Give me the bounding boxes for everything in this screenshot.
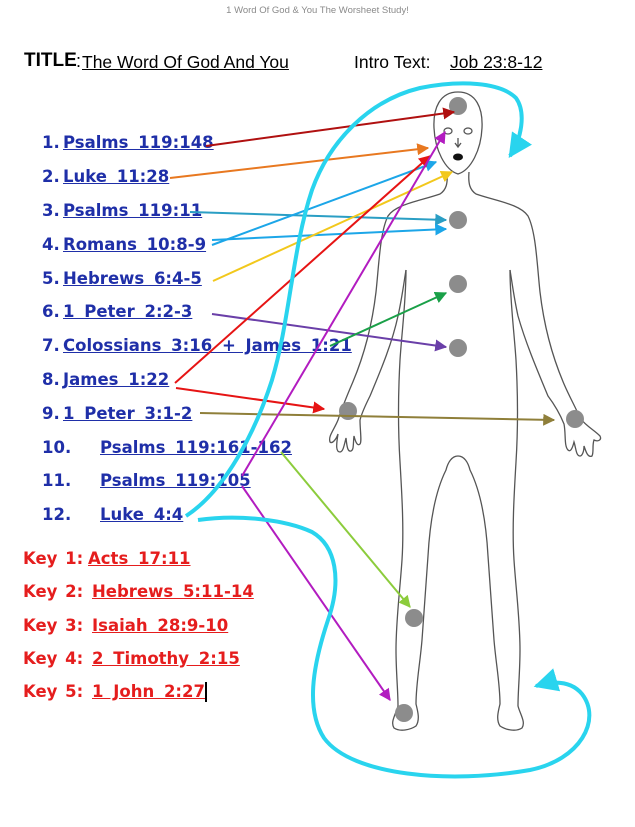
marker-chest — [449, 211, 467, 229]
verse-reference[interactable]: 1 Peter 2:2-3 — [63, 302, 193, 321]
key-reference[interactable]: 1 John 2:27 — [92, 682, 205, 701]
arrow-11 — [241, 130, 446, 477]
verse-number: 2. — [42, 167, 60, 186]
intro-text-label: Intro Text: — [354, 52, 431, 72]
verse-reference[interactable]: Psalms 119:148 — [63, 133, 214, 152]
verse-number: 5. — [42, 269, 60, 288]
key-label: Key 5: — [23, 682, 84, 701]
verse-reference[interactable]: Psalms 119:11 — [63, 201, 203, 220]
verse-number: 9. — [42, 404, 60, 423]
verse-reference[interactable]: Psalms 119:105 — [100, 471, 251, 490]
arrow-4a — [211, 223, 448, 241]
marker-right-hand — [566, 410, 584, 428]
verse-number: 7. — [42, 336, 60, 355]
arrow-3 — [189, 211, 448, 226]
arrow-10 — [280, 451, 411, 608]
marker-leg — [405, 609, 423, 627]
key-reference[interactable]: Isaiah 28:9-10 — [92, 616, 229, 635]
key-reference[interactable]: Hebrews 5:11-14 — [92, 582, 254, 601]
arrow-1 — [205, 107, 456, 147]
marker-abdomen — [449, 339, 467, 357]
human-body-outline-icon — [328, 91, 602, 731]
verse-reference[interactable]: Romans 10:8-9 — [63, 235, 207, 254]
marker-left-hand — [339, 402, 357, 420]
key-label: Key 1: — [23, 549, 84, 568]
verse-number: 11. — [42, 471, 72, 490]
intro-text-reference[interactable]: Job 23:8-12 — [450, 52, 543, 72]
marker-stomach — [449, 275, 467, 293]
arrow-5 — [212, 171, 454, 282]
verse-number: 12. — [42, 505, 72, 524]
header-note: 1 Word Of God & You The Worsheet Study! — [226, 5, 409, 16]
marker-foot — [395, 704, 413, 722]
arrow-4b — [211, 160, 438, 246]
key-label: Key 2: — [23, 582, 84, 601]
verse-number: 10. — [42, 438, 72, 457]
title-label: TITLE — [24, 50, 77, 71]
verse-reference[interactable]: Luke 4:4 — [100, 505, 184, 524]
arrow-8a — [174, 155, 431, 384]
grey-dot-icon — [339, 97, 584, 722]
verse-number: 8. — [42, 370, 60, 389]
swirl-upper — [184, 81, 532, 518]
key-reference[interactable]: Acts 17:11 — [88, 549, 191, 568]
verse-number: 3. — [42, 201, 60, 220]
title-value: The Word Of God And You — [82, 52, 289, 72]
arrow-8b — [175, 387, 326, 414]
verse-reference[interactable]: Luke 11:28 — [63, 167, 170, 186]
verse-reference[interactable]: James 1:22 — [63, 370, 170, 389]
verse-number: 1. — [42, 133, 60, 152]
verse-reference[interactable]: Hebrews 6:4-5 — [63, 269, 202, 288]
key-reference[interactable]: 2 Timothy 2:15 — [92, 649, 240, 668]
key-label: Key 3: — [23, 616, 84, 635]
key-label: Key 4: — [23, 649, 84, 668]
verse-reference[interactable]: 1 Peter 3:1-2 — [63, 404, 193, 423]
arrow-2 — [169, 143, 430, 179]
swirl-lower — [197, 515, 592, 779]
arrow-7 — [329, 292, 448, 347]
title-row: TITLE : The Word Of God And You Intro Te… — [24, 50, 624, 78]
text-cursor — [205, 682, 207, 702]
verse-number: 6. — [42, 302, 60, 321]
arrow-9 — [199, 412, 556, 426]
verse-number: 4. — [42, 235, 60, 254]
title-colon: : — [76, 51, 82, 71]
mouth-icon — [453, 153, 463, 161]
